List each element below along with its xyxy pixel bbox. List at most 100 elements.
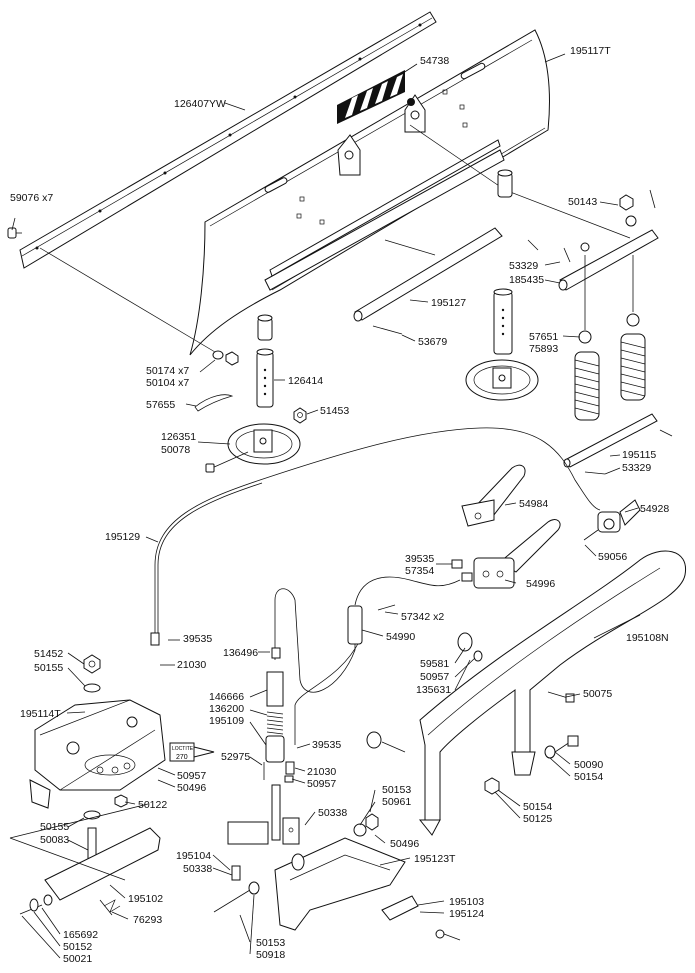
joystick-54996 [451, 519, 561, 589]
label-57354: 57354 [405, 565, 434, 577]
label-50496-a: 50496 [177, 782, 206, 794]
label-50918: 50918 [256, 949, 285, 961]
cable-end-39535a [150, 632, 160, 646]
label-50961: 50961 [382, 796, 411, 808]
hose-54990 [274, 576, 461, 745]
bushing-59581 [457, 632, 483, 662]
label-50957-c: 50957 [177, 770, 206, 782]
latch-195103 [381, 895, 461, 941]
nut-50154 [484, 777, 500, 795]
label-50078: 50078 [161, 444, 190, 456]
label-50338-a: 50338 [318, 807, 347, 819]
bolt-50078 [205, 451, 249, 473]
label-126407yw: 126407YW [174, 98, 226, 110]
label-195115: 195115 [622, 449, 656, 461]
bolt-50153 [353, 813, 379, 837]
label-50957-b: 50957 [307, 778, 336, 790]
joystick-54984 [461, 464, 526, 527]
nut-51452 [83, 654, 101, 693]
bolt-50021 [19, 894, 53, 915]
hitch-195102 [44, 827, 161, 916]
label-52975: 52975 [221, 751, 250, 763]
cylinder-parts [263, 647, 295, 841]
label-126414: 126414 [288, 375, 323, 387]
bolt-alignment-lines [39, 124, 631, 353]
label-185435: 185435 [509, 274, 544, 286]
label-39535-a: 39535 [405, 553, 434, 565]
pivot-pin-right [465, 169, 539, 401]
label-195123t: 195123T [414, 853, 456, 865]
label-51452: 51452 [34, 648, 63, 660]
label-50125: 50125 [523, 813, 552, 825]
frame-195123t [227, 817, 406, 931]
a-frame-195108n [418, 550, 686, 836]
cross-pin-195127 [353, 227, 503, 335]
pivot-pin-126414 [256, 314, 274, 408]
label-59076: 59076 x7 [10, 192, 53, 204]
label-50152: 50152 [63, 941, 92, 953]
part-number-labels: 54738 195117T 126407YW 59076 x7 50143 53… [10, 45, 669, 965]
bolt-50075 [547, 691, 575, 703]
label-54984: 54984 [519, 498, 548, 510]
label-53329-b: 53329 [622, 462, 651, 474]
nut-washer-50174 [212, 350, 239, 366]
label-53329-a: 53329 [509, 260, 538, 272]
label-50021: 50021 [63, 953, 92, 965]
mount-195114t [29, 699, 166, 809]
bushing-50122 [366, 731, 406, 753]
label-57651: 57651 [529, 331, 558, 343]
label-53679: 53679 [418, 336, 447, 348]
spring-75893 [574, 333, 646, 421]
label-136496: 136496 [223, 647, 258, 659]
label-195102: 195102 [128, 893, 163, 905]
loctite-brand-text: LOCTITE [172, 746, 194, 752]
label-39535-b: 39535 [183, 633, 212, 645]
label-75893: 75893 [529, 343, 558, 355]
valve-54928 [583, 499, 641, 541]
label-50957-a: 50957 [420, 671, 449, 683]
leader-lines [9, 53, 641, 959]
label-195117t: 195117T [570, 45, 611, 57]
pin-195104 [213, 865, 260, 913]
label-51453: 51453 [320, 405, 349, 417]
label-21030-a: 21030 [177, 659, 206, 671]
label-57655: 57655 [146, 399, 175, 411]
label-76293: 76293 [133, 914, 162, 926]
spring-bracket-185435 [527, 189, 659, 291]
shoe-126351 [227, 423, 301, 465]
label-136200: 136200 [209, 703, 244, 715]
label-50154-a: 50154 [574, 771, 603, 783]
label-126351: 126351 [161, 431, 196, 443]
label-59581: 59581 [420, 658, 449, 670]
label-50075: 50075 [583, 688, 612, 700]
label-57342: 57342 x2 [401, 611, 444, 623]
cutting-edge-126407yw [19, 11, 437, 269]
washer-50122 [114, 794, 128, 808]
label-59056: 59056 [598, 551, 627, 563]
moldboard-195117t [189, 29, 550, 356]
label-50338-b: 50338 [183, 863, 212, 875]
label-195124: 195124 [449, 908, 484, 920]
loctite-number-text: 270 [176, 754, 188, 761]
label-21030-b: 21030 [307, 766, 336, 778]
label-195108n: 195108N [626, 632, 669, 644]
bolt-50090 [544, 735, 579, 759]
label-39535-c: 39535 [312, 739, 341, 751]
label-54738: 54738 [420, 55, 449, 67]
label-50083: 50083 [40, 834, 69, 846]
label-135631: 135631 [416, 684, 451, 696]
label-50090: 50090 [574, 759, 603, 771]
label-50153-b: 50153 [256, 937, 285, 949]
label-50143: 50143 [568, 196, 597, 208]
pin-195115 [563, 413, 673, 475]
label-54990: 54990 [386, 631, 415, 643]
label-195109: 195109 [209, 715, 244, 727]
label-50174: 50174 x7 [146, 365, 189, 377]
label-50104: 50104 x7 [146, 377, 189, 389]
label-195104: 195104 [176, 850, 211, 862]
nut-51453 [293, 407, 307, 424]
label-195129: 195129 [105, 531, 140, 543]
bolt-59076 [7, 227, 22, 239]
label-50154-b: 50154 [523, 801, 552, 813]
